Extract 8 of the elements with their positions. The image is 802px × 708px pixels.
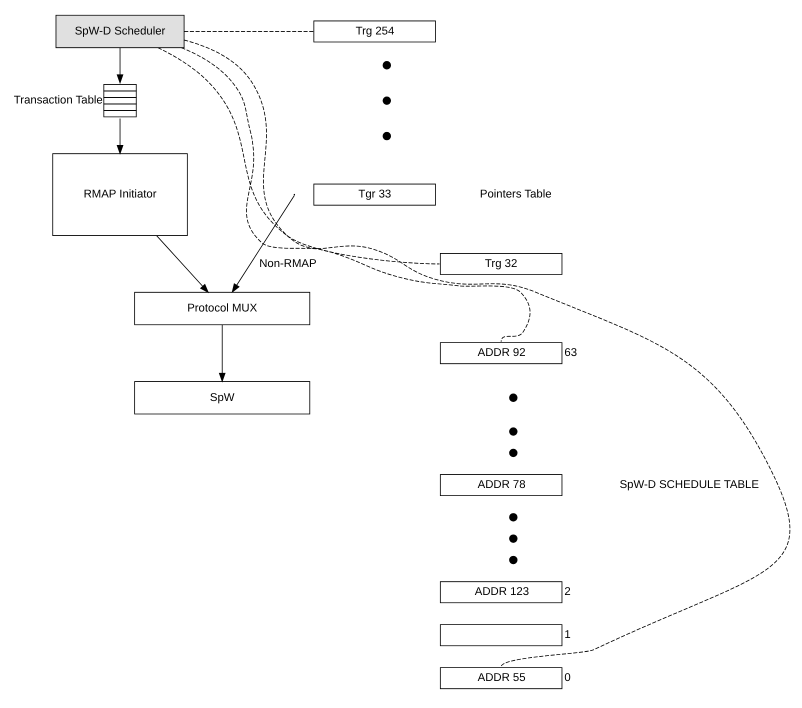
edge-label: Non-RMAP bbox=[259, 258, 317, 270]
node-label: 1 bbox=[564, 629, 571, 642]
label: Pointers Table bbox=[480, 188, 552, 201]
node-label: 2 bbox=[564, 586, 571, 598]
label: SpW-D SCHEDULE TABLE bbox=[620, 479, 759, 492]
node-label: Transaction Table bbox=[14, 94, 103, 107]
node-label: 0 bbox=[564, 672, 571, 684]
node-label: 63 bbox=[564, 347, 578, 360]
